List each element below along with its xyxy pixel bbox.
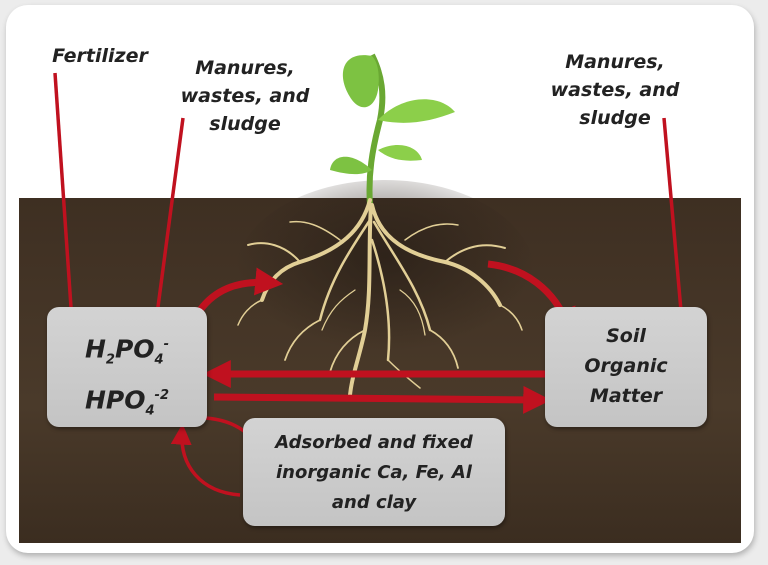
manures-left-label: Manures, wastes, and sludge [165, 54, 325, 138]
immobilization-arrow [213, 385, 552, 414]
fertilizer-label: Fertilizer [40, 42, 160, 70]
label-line: Manures, [195, 57, 295, 79]
fertilizer-text: Fertilizer [52, 45, 148, 67]
desorption-arrow [170, 423, 241, 497]
cycle-arrows [170, 260, 576, 497]
label-line: sludge [579, 107, 651, 129]
box-line: Matter [589, 385, 663, 407]
leaf-icon [330, 156, 372, 175]
box-line: inorganic Ca, Fe, Al [276, 462, 472, 483]
box-line: and clay [331, 492, 417, 513]
label-line: wastes, and [180, 85, 310, 107]
box-line: Adsorbed and fixed [275, 432, 473, 453]
fertilizer-arrow [53, 72, 82, 331]
phosphate-box: H2PO4- HPO4-2 [47, 307, 207, 427]
box-line: Soil [606, 325, 646, 347]
manures-right-arrow [662, 117, 692, 331]
plant-icon [330, 53, 455, 206]
input-arrows [53, 72, 692, 331]
manures-right-label: Manures, wastes, and sludge [535, 48, 695, 132]
hpo4-formula: HPO4-2 [85, 385, 169, 419]
box-line: Organic [584, 355, 668, 377]
manures-left-arrow [147, 117, 185, 331]
leaf-icon [342, 55, 379, 108]
label-line: sludge [209, 113, 281, 135]
leaf-icon [378, 99, 455, 123]
leaf-icon [378, 145, 422, 161]
root-soil-patch [235, 180, 535, 370]
organic-matter-box: Soil Organic Matter [545, 307, 707, 427]
adsorbed-box: Adsorbed and fixed inorganic Ca, Fe, Al … [243, 418, 505, 526]
h2po4-formula: H2PO4- [84, 334, 169, 368]
label-line: wastes, and [550, 79, 680, 101]
label-line: Manures, [565, 51, 665, 73]
